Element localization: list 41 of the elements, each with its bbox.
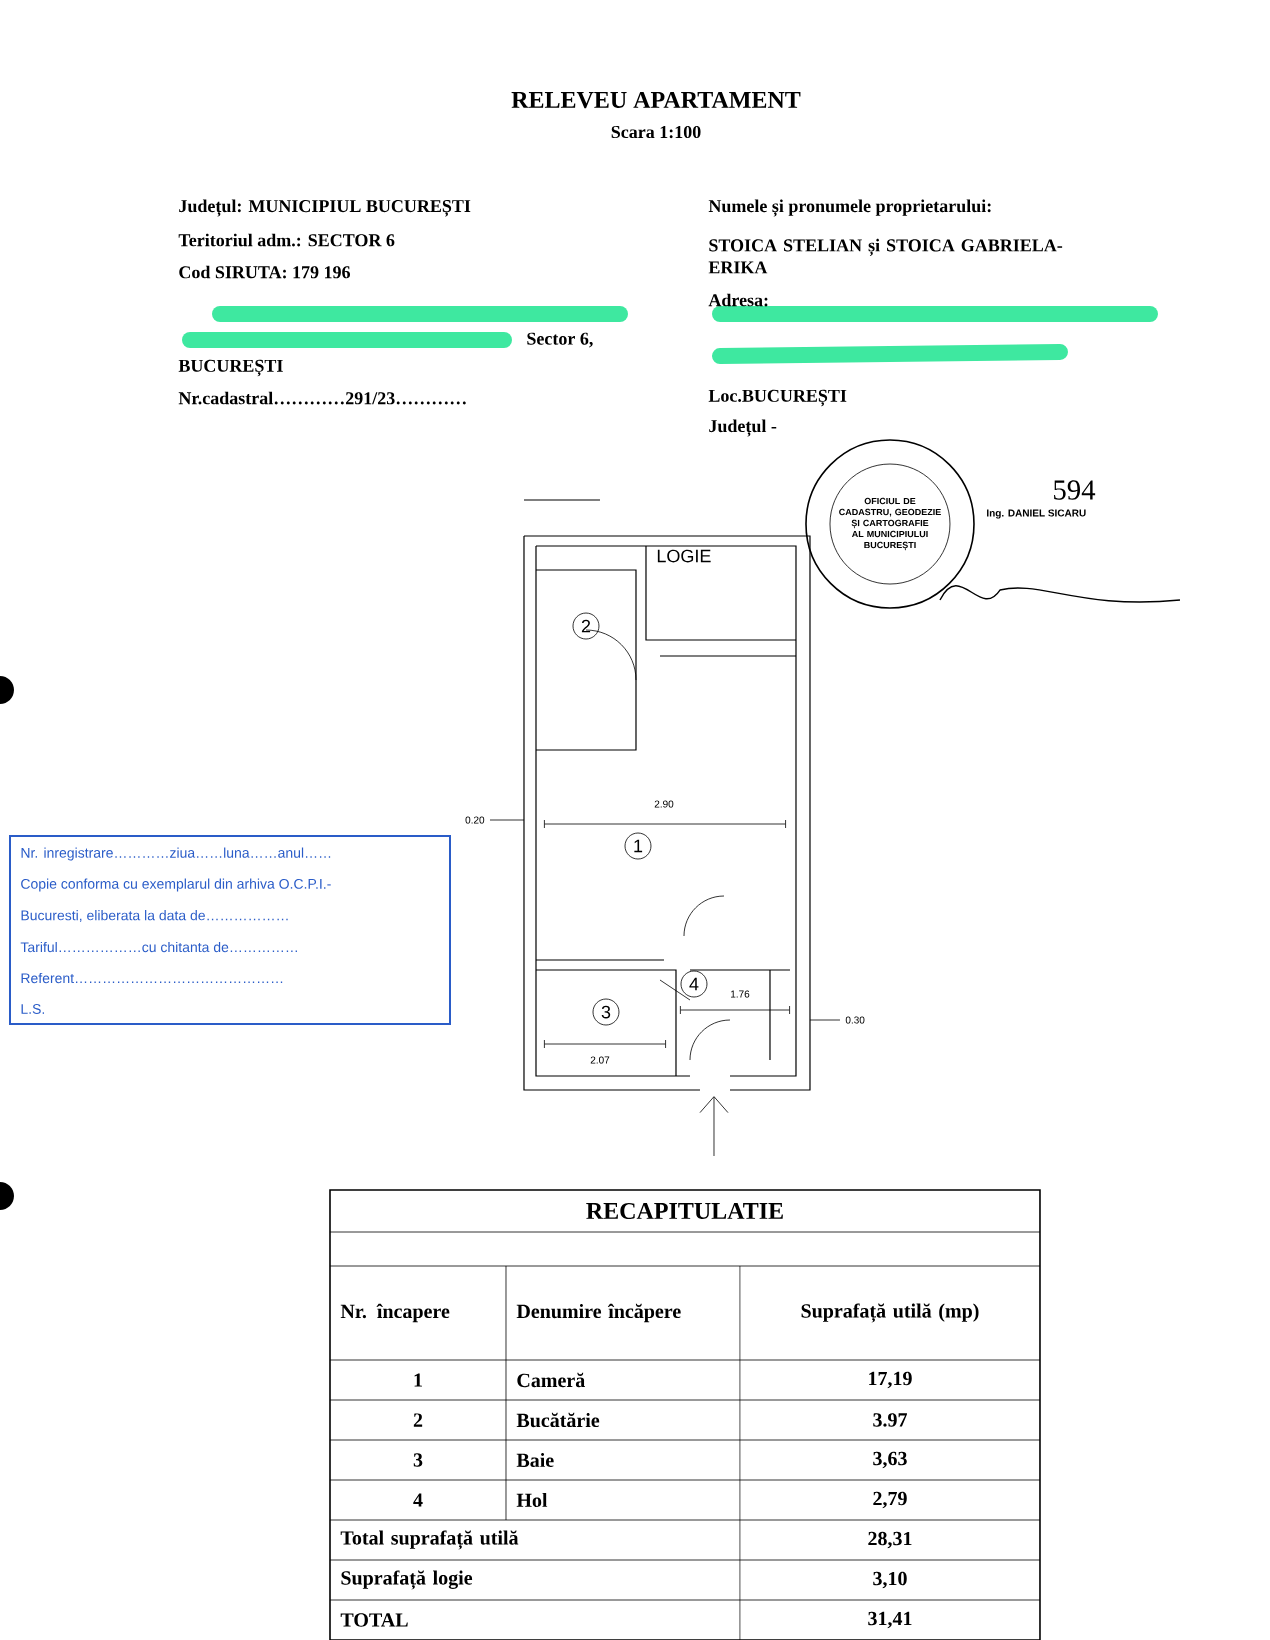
table-cell: 28,31 <box>868 1531 912 1549</box>
handwritten-number: 594 <box>1054 480 1096 500</box>
room-number: 1 <box>624 832 652 860</box>
table-cell: Baie <box>516 1452 554 1468</box>
label-text: Județul: MUNICIPIUL BUCUREȘTI <box>179 199 471 217</box>
table-cell: Bucătărie <box>516 1412 600 1428</box>
room-label: LOGIE <box>657 549 711 563</box>
label-text: Sector 6, <box>527 332 593 348</box>
label-text: Adresa: <box>708 293 768 307</box>
table-cell: 4 <box>413 1493 423 1507</box>
table-cell: TOTAL <box>340 1613 408 1627</box>
table-cell: 3,10 <box>873 1571 907 1589</box>
table-cell: Hol <box>516 1492 548 1508</box>
label-text: Cod SIRUTA: 179 196 <box>179 265 350 279</box>
table-title: RECAPITULATIE <box>586 1202 783 1220</box>
table-cell: 1 <box>414 1373 422 1387</box>
label-text: Numele și pronumele proprietarului: <box>708 199 991 217</box>
label-text: Teritoriul adm.: SECTOR 6 <box>178 233 395 247</box>
table-cell: 3,63 <box>873 1451 907 1469</box>
label-text: Nr.cadastral…………291/23………… <box>178 391 466 405</box>
table-cell: 31,41 <box>868 1611 912 1629</box>
table-cell: 3 <box>413 1453 423 1467</box>
table-cell: 17,19 <box>869 1371 912 1389</box>
table-cell: Cameră <box>517 1372 585 1388</box>
table-cell: Suprafață logie <box>341 1570 473 1590</box>
table-cell: Total suprafață utilă <box>340 1530 519 1550</box>
room-number: 2 <box>572 612 600 640</box>
label-text: Loc.BUCUREȘTI <box>708 389 847 407</box>
table-cell: 3.97 <box>873 1413 907 1427</box>
table-cell: 2,79 <box>873 1491 907 1509</box>
room-number: 3 <box>592 998 620 1026</box>
room-number: 4 <box>680 970 708 998</box>
label-text: BUCUREȘTI <box>178 359 283 377</box>
column-header: Suprafață utilă (mp) <box>801 1303 979 1323</box>
scale-text: Scara 1:100 <box>611 125 701 139</box>
title: RELEVEU APARTAMENT <box>511 91 801 109</box>
label-text: STOICA STELIAN și STOICA GABRIELA-ERIKA <box>708 238 1063 274</box>
column-header: Denumire încăpere <box>516 1303 681 1323</box>
label-text: Județul - <box>709 419 777 437</box>
column-header: Nr. încapere <box>340 1303 450 1323</box>
table-cell: 2 <box>413 1413 423 1427</box>
